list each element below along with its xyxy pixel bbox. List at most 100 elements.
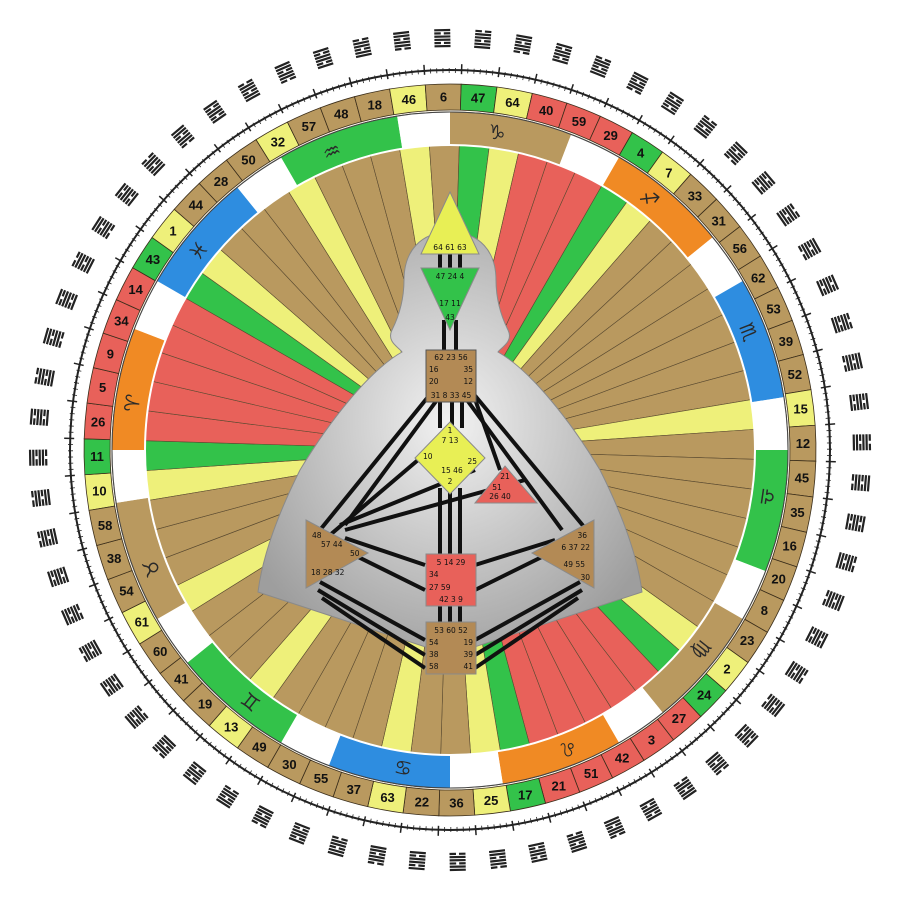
gate-number: 15: [793, 401, 807, 416]
gate-number: 8: [761, 603, 768, 618]
hexagram-icon: [723, 141, 748, 166]
hexagram-icon: [835, 552, 858, 573]
gate-number: 4: [637, 145, 645, 160]
hexagram-icon: [734, 723, 759, 748]
root-19: 19: [463, 638, 473, 647]
gate-number: 43: [146, 252, 160, 267]
gate-number: 6: [440, 90, 447, 105]
ego-gate-21: 21: [500, 472, 510, 481]
zodiac-sign-icon: ♈: [119, 392, 145, 413]
gate-number: 25: [484, 793, 498, 808]
gate-number: 58: [98, 518, 112, 533]
gate-number: 53: [766, 301, 780, 316]
gate-number: 9: [107, 346, 114, 361]
gate-number: 7: [665, 166, 672, 181]
hexagram-icon: [312, 46, 334, 70]
gate-number: 35: [790, 505, 804, 520]
root-39: 39: [463, 650, 473, 659]
throat-35: 35: [463, 365, 473, 374]
hexagram-icon: [36, 528, 59, 548]
solar-row-4: 30: [580, 573, 590, 582]
root-row-1: 53 60 52: [434, 626, 468, 635]
gate-number: 30: [282, 757, 296, 772]
hexagram-icon: [603, 816, 626, 840]
gate-number: 14: [128, 282, 143, 297]
gate-number: 24: [697, 687, 712, 702]
center-gate-labels: 64 61 63 47 24 4 17 11 43 62 23 56 16 35…: [311, 243, 590, 671]
solar-row-2: 6 37 22: [561, 543, 590, 552]
hexagram-icon: [124, 705, 149, 730]
gate-number: 26: [91, 414, 105, 429]
root-41: 41: [463, 662, 473, 671]
gate-number: 23: [740, 633, 754, 648]
hexagram-icon: [237, 78, 261, 103]
hexagram-icon: [784, 660, 809, 685]
gate-number: 18: [367, 98, 381, 113]
zodiac-band: [641, 602, 743, 713]
spleen-row-2: 57 44: [321, 540, 343, 549]
hexagram-icon: [274, 60, 297, 84]
hexagram-icon: [830, 312, 854, 334]
sacral-center: [425, 553, 477, 607]
hexagram-icon: [845, 513, 866, 533]
ego-gate-51: 51: [492, 483, 502, 492]
hexagram-icon: [852, 434, 872, 451]
gate-number: 55: [314, 771, 328, 786]
root-38: 38: [429, 650, 439, 659]
gate-number: 22: [415, 794, 429, 809]
hexagram-icon: [639, 797, 663, 822]
hexagram-icon: [393, 30, 412, 51]
g-gate-1: 1: [448, 426, 453, 435]
hexagram-icon: [152, 734, 177, 759]
hexagram-icon: [488, 849, 507, 870]
ajna-center: [420, 267, 480, 332]
hexagram-icon: [60, 603, 84, 626]
gate-number: 34: [114, 313, 129, 328]
hexagram-icon: [797, 237, 822, 261]
root-58: 58: [429, 662, 439, 671]
gate-number: 48: [334, 107, 348, 122]
gate-number: 56: [733, 241, 747, 256]
gate-number: 16: [782, 539, 796, 554]
zodiac-band: [450, 112, 572, 166]
hexagram-icon: [589, 55, 612, 78]
head-center: [420, 190, 480, 255]
ego-bottom: 26 40: [489, 492, 511, 501]
hexagram-icon: [705, 751, 730, 776]
zodiac-band: [157, 187, 259, 298]
hexagram-icon: [751, 170, 776, 195]
hexagram-icon: [251, 805, 274, 829]
hexagram-icon: [203, 99, 227, 124]
hexagram-icon: [99, 673, 124, 697]
gate-number: 36: [449, 795, 463, 810]
gate-number: 29: [603, 128, 617, 143]
zodiac-band: [497, 714, 619, 784]
hexagram-icon: [42, 327, 65, 348]
gate-number: 3: [648, 732, 655, 747]
gate-number: 61: [135, 615, 149, 630]
hexagram-icon: [170, 124, 195, 149]
hexagram-icon: [673, 776, 697, 801]
head-gates: 64 61 63: [433, 243, 467, 252]
throat-row-4: 31 8 33 45: [431, 391, 472, 400]
zodiac-sign-icon: ♎: [754, 486, 780, 507]
hexagram-icon: [822, 589, 845, 612]
gate-number: 62: [751, 270, 765, 285]
zodiac-ring: ♐♏♎♍♌♋♊♉♈♓♒♑: [111, 111, 789, 789]
gate-number: 52: [788, 367, 802, 382]
hexagram-icon: [850, 474, 871, 492]
hexagram-icon: [114, 182, 139, 207]
gate-number: 27: [672, 711, 686, 726]
gate-number: 17: [518, 787, 532, 802]
hexagram-icon: [327, 835, 348, 858]
hexagram-icon: [28, 449, 48, 466]
gate-number: 39: [779, 334, 793, 349]
spleen-row-4: 18 28 32: [311, 568, 345, 577]
sacral-row-3: 27 59: [429, 583, 451, 592]
gate-number: 51: [584, 766, 598, 781]
spleen-row-3: 50: [350, 549, 360, 558]
solar-row-3: 49 55: [564, 560, 586, 569]
sacral-row-2: 34: [429, 570, 439, 579]
bodygraph: [257, 190, 643, 675]
gate-number: 57: [302, 119, 316, 134]
